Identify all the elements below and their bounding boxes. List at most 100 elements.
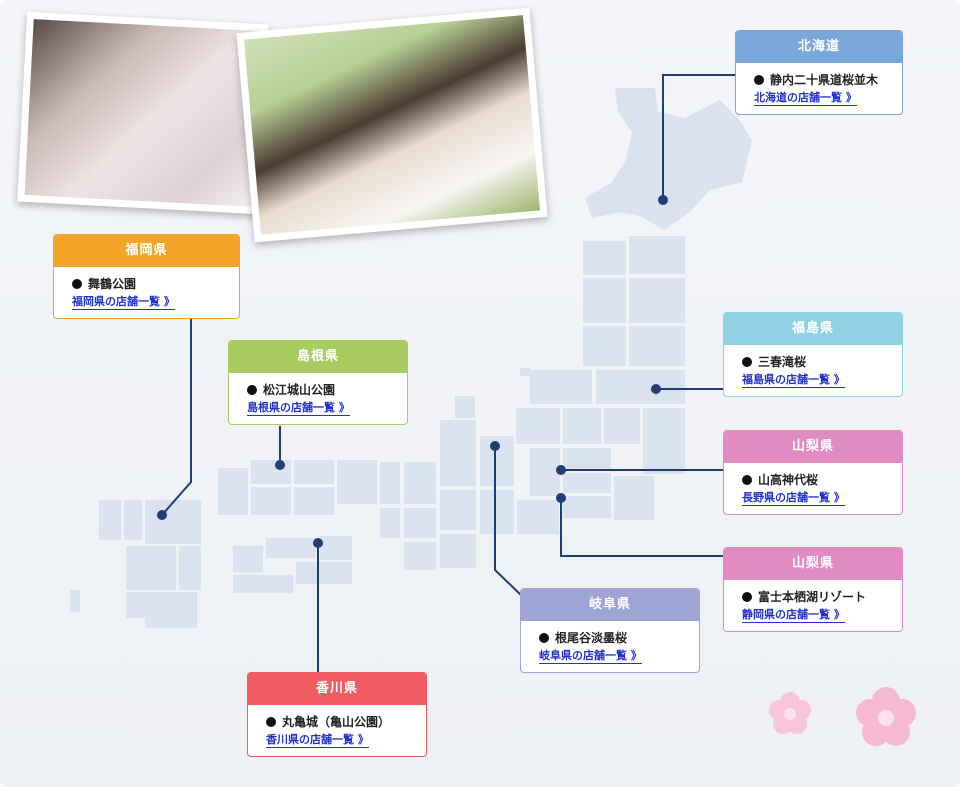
store-list-link[interactable]: 長野県の店舗一覧 》 [742, 491, 845, 506]
region-card-hokkaido: 北海道静内二十県道桜並木北海道の店舗一覧 》 [735, 30, 903, 115]
prefecture-akita [583, 278, 626, 323]
prefecture-yamaguchi [218, 468, 248, 515]
region-card-title: 北海道 [736, 31, 902, 63]
prefecture-toyama [516, 408, 560, 444]
prefecture-shiga [440, 490, 476, 530]
pin-yamanashi2 [556, 493, 566, 503]
family-picnic-image [243, 15, 541, 235]
prefecture-chiba [614, 476, 654, 520]
connector-gifu [494, 446, 522, 596]
spot-label: 舞鶴公園 [88, 277, 137, 291]
bullet-icon [754, 75, 764, 85]
region-card-title: 福岡県 [54, 235, 239, 267]
prefecture-kagawa [266, 538, 316, 558]
region-card-fukuoka: 福岡県舞鶴公園福岡県の店舗一覧 》 [53, 234, 240, 319]
prefecture-gunma [563, 408, 601, 444]
prefecture-kyoto [380, 462, 400, 504]
prefecture-okayama [294, 487, 334, 515]
blossom-icon [856, 687, 916, 746]
region-card-gifu: 岐阜県根尾谷淡墨桜岐阜県の店舗一覧 》 [520, 588, 700, 673]
prefecture-iwate-a [629, 236, 685, 274]
prefecture-nagano [530, 448, 560, 496]
prefecture-tokyo [563, 473, 611, 493]
spot-name: 根尾谷淡墨桜 [539, 630, 699, 647]
prefecture-fukuoka [99, 500, 121, 540]
pin-fukushima [651, 384, 661, 394]
prefecture-shizuoka [517, 500, 559, 534]
bullet-icon [742, 357, 752, 367]
store-list-link[interactable]: 北海道の店舗一覧 》 [754, 91, 857, 106]
prefecture-kochi-b [296, 562, 352, 584]
spot-name: 舞鶴公園 [72, 276, 239, 293]
region-card-title: 山梨県 [724, 431, 902, 463]
prefecture-fukui [404, 462, 436, 504]
region-card-body: 三春滝桜福島県の店舗一覧 》 [724, 345, 902, 388]
store-list-link[interactable]: 福島県の店舗一覧 》 [742, 373, 845, 388]
prefecture-tottori [294, 460, 334, 484]
region-card-body: 山高神代桜長野県の店舗一覧 》 [724, 463, 902, 506]
bullet-icon [247, 385, 257, 395]
prefecture-fukushima [596, 370, 685, 404]
prefecture-iwate-b [629, 278, 685, 323]
region-card-yamanashi1: 山梨県山高神代桜長野県の店舗一覧 》 [723, 430, 903, 515]
prefecture-miyagi [629, 326, 685, 366]
prefecture-hiroshima [251, 487, 291, 515]
spot-label: 山高神代桜 [758, 473, 819, 487]
connector-yamanashi2 [560, 498, 724, 557]
prefecture-yamagata [583, 326, 626, 366]
region-card-kagawa: 香川県丸亀城（亀山公園）香川県の店舗一覧 》 [247, 672, 427, 757]
store-list-link[interactable]: 福岡県の店舗一覧 》 [72, 295, 175, 310]
prefecture-aichi [480, 490, 514, 534]
pin-fukuoka [157, 510, 167, 520]
prefecture-mie [440, 534, 476, 568]
region-card-body: 松江城山公園島根県の店舗一覧 》 [229, 373, 407, 416]
spot-name: 富士本栖湖リゾート [742, 589, 902, 606]
store-list-link[interactable]: 香川県の店舗一覧 》 [266, 733, 369, 748]
connector-dots [157, 195, 668, 548]
store-list-link[interactable]: 静岡県の店舗一覧 》 [742, 608, 845, 623]
region-card-yamanashi2: 山梨県富士本栖湖リゾート静岡県の店舗一覧 》 [723, 547, 903, 632]
prefecture-ishikawa [455, 396, 475, 418]
blossom-decoration [769, 687, 916, 746]
prefecture-miyazaki [179, 546, 201, 590]
pin-gifu [490, 441, 500, 451]
prefecture-ibaraki [643, 408, 685, 474]
prefecture-gifu [440, 420, 476, 486]
prefecture-tokushima [320, 536, 352, 560]
map-prefectures [70, 88, 752, 628]
woman-portrait-image [24, 19, 262, 207]
region-card-fukushima: 福島県三春滝桜福島県の店舗一覧 》 [723, 312, 903, 397]
prefecture-hyogo [337, 460, 377, 504]
bullet-icon [742, 592, 752, 602]
spot-label: 松江城山公園 [263, 383, 336, 397]
spot-name: 山高神代桜 [742, 472, 902, 489]
bullet-icon [266, 717, 276, 727]
pin-hokkaido [658, 195, 668, 205]
store-list-link[interactable]: 岐阜県の店舗一覧 》 [539, 649, 642, 664]
blossom-icon [769, 692, 811, 734]
spot-name: 静内二十県道桜並木 [754, 72, 902, 89]
bullet-icon [72, 279, 82, 289]
spot-label: 富士本栖湖リゾート [758, 590, 867, 604]
region-card-body: 舞鶴公園福岡県の店舗一覧 》 [54, 267, 239, 310]
prefecture-kanagawa [563, 496, 611, 518]
spot-label: 静内二十県道桜並木 [770, 73, 879, 87]
region-card-body: 丸亀城（亀山公園）香川県の店舗一覧 》 [248, 705, 426, 748]
prefecture-shimane [251, 460, 291, 484]
photo-woman [17, 11, 269, 215]
prefecture-kagoshima [145, 592, 197, 628]
region-card-body: 根尾谷淡墨桜岐阜県の店舗一覧 》 [521, 621, 699, 664]
region-card-title: 福島県 [724, 313, 902, 345]
store-list-link[interactable]: 島根県の店舗一覧 》 [247, 401, 350, 416]
connector-hokkaido [662, 74, 736, 200]
prefecture-kochi [233, 575, 293, 593]
prefecture-ehime [233, 546, 263, 572]
prefecture-sado [520, 368, 530, 376]
prefecture-hokkaido [585, 88, 752, 230]
spot-label: 根尾谷淡墨桜 [555, 631, 628, 645]
photo-family [236, 7, 548, 243]
prefecture-saitama [563, 448, 611, 470]
pin-yamanashi1 [556, 465, 566, 475]
